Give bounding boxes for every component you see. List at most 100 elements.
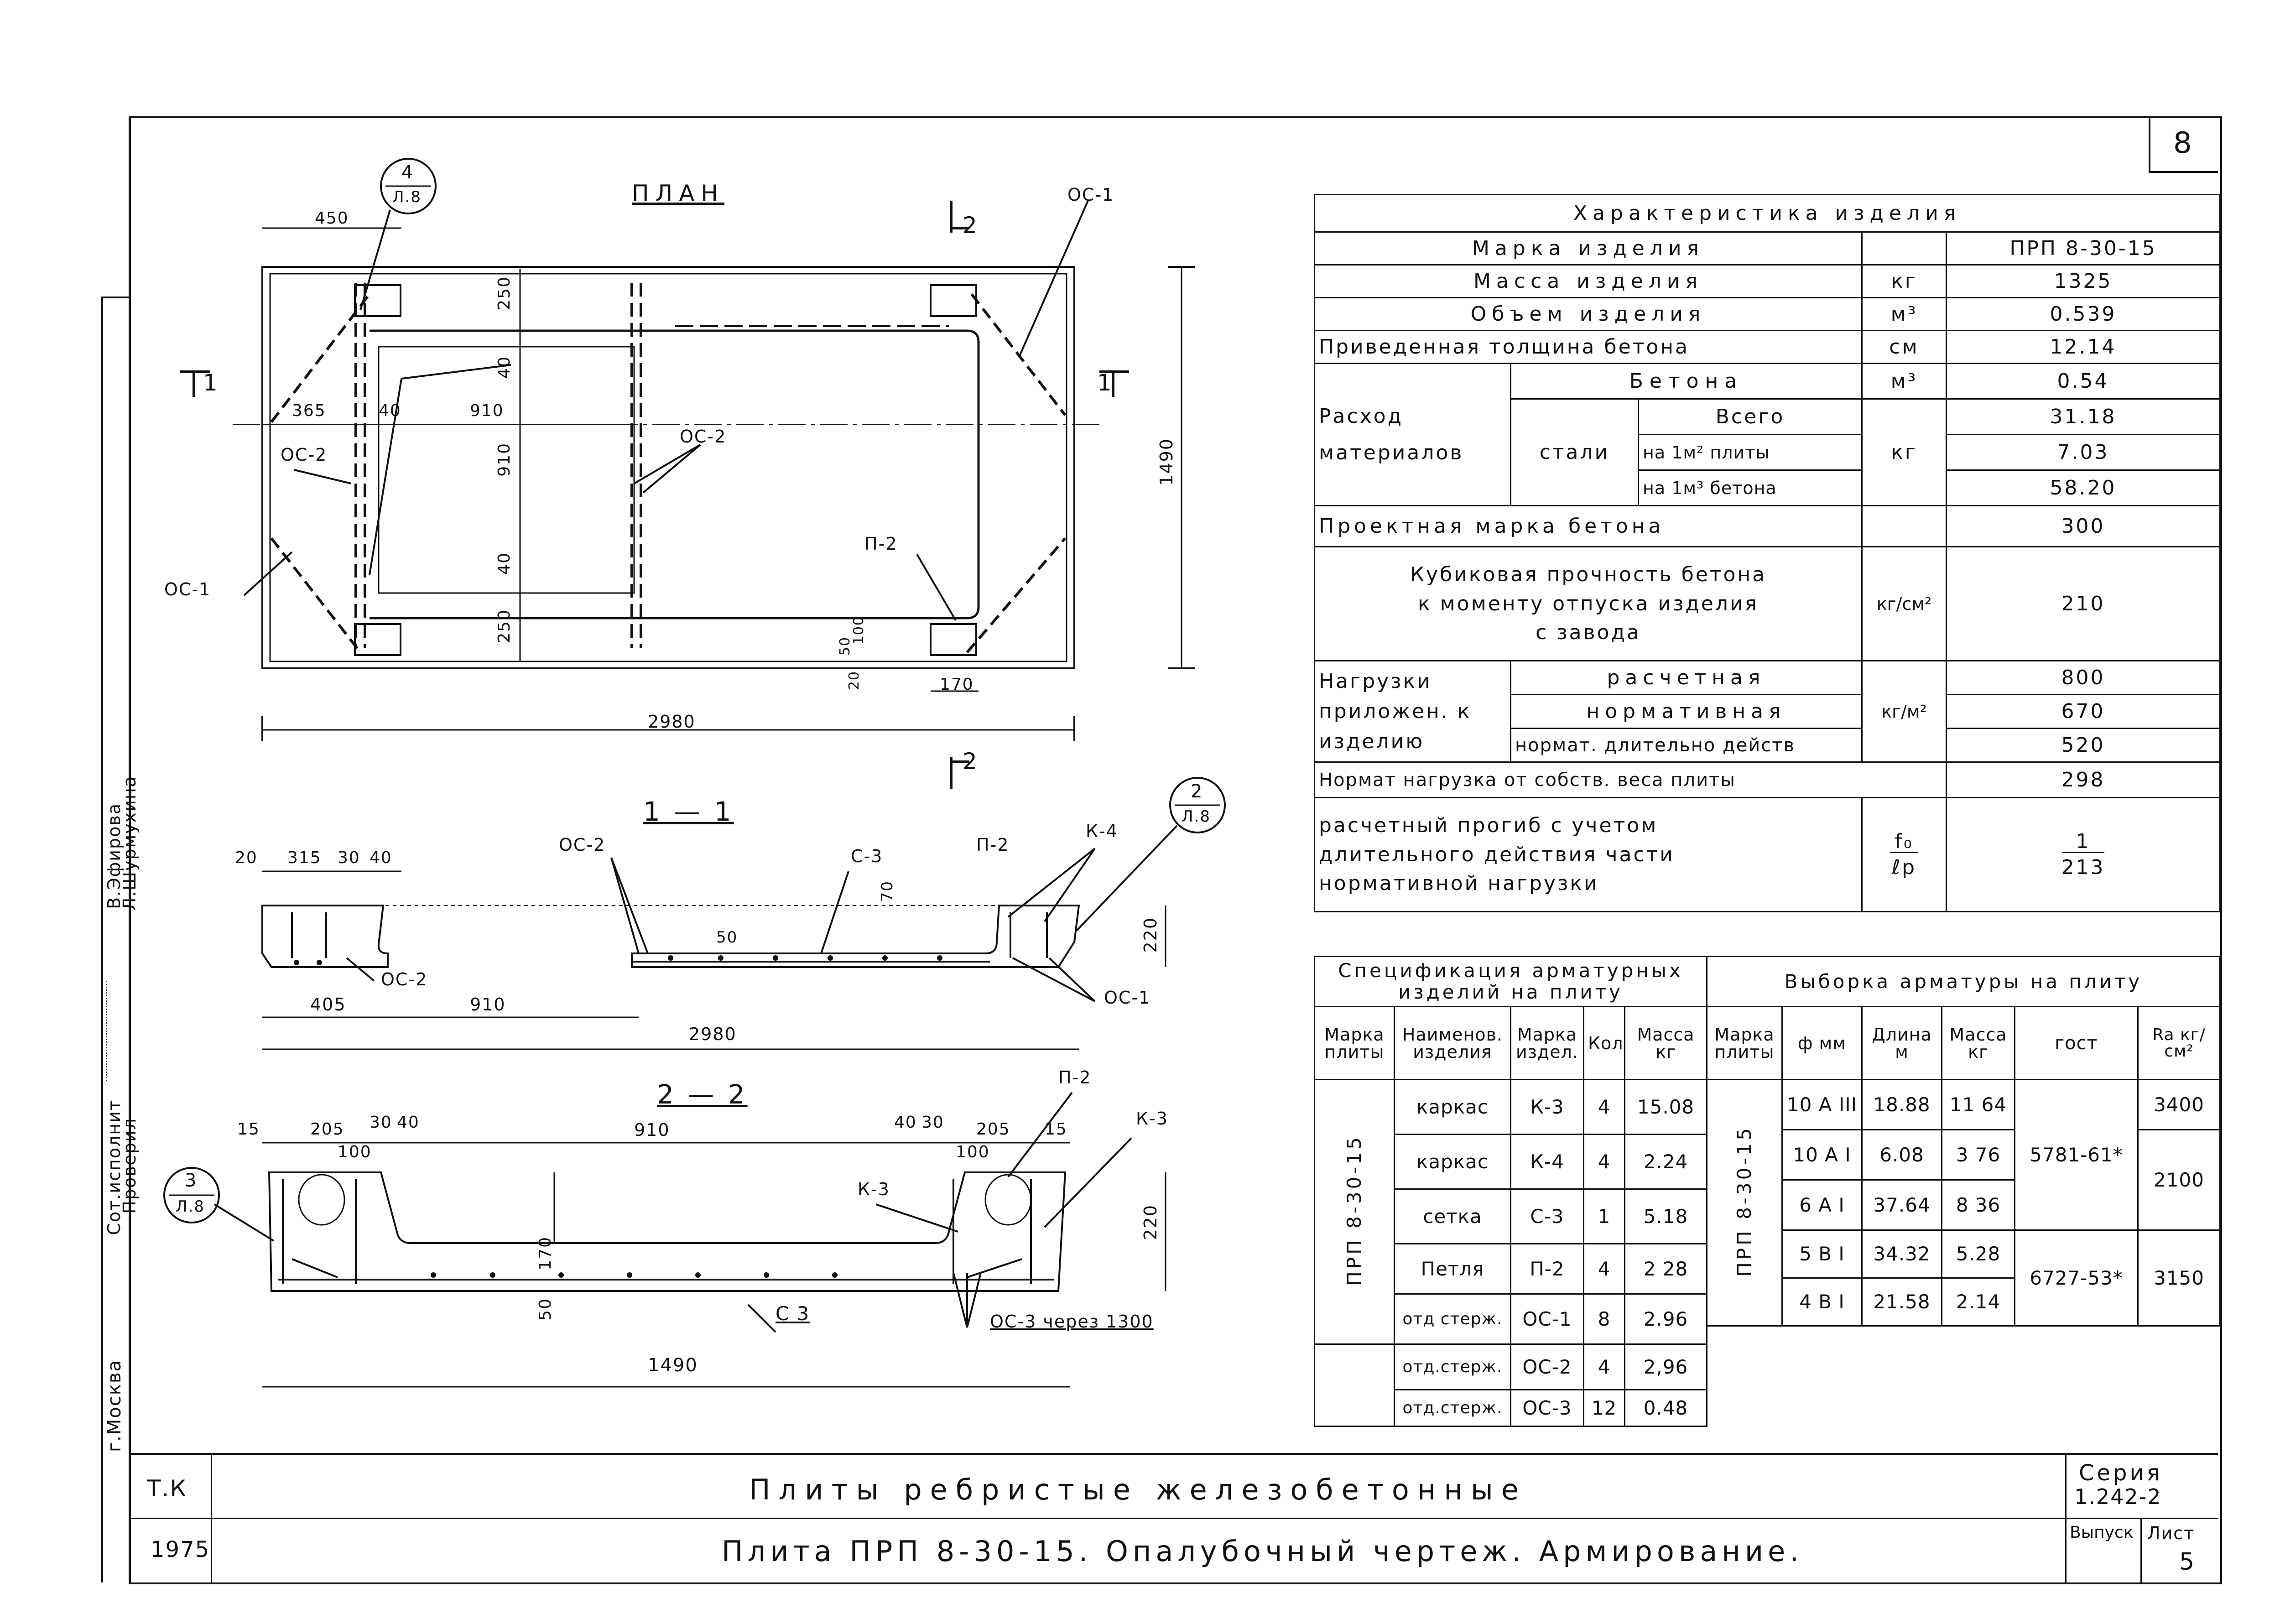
series-value: 1.242-2 [2074,1484,2162,1509]
label-oc1-left: ОС-1 [164,579,211,599]
callout-3-num: 3 [185,1170,198,1191]
sel-gost-1: 5781-61* [2014,1079,2139,1231]
sel-row-3-len: 34.32 [1861,1229,1942,1279]
char-mass-value: 1325 [1945,264,2221,298]
dim-40b: 40 [495,356,514,379]
sel-row-4-dia: 4 В I [1781,1277,1863,1327]
char-deflection-unit-top: f₀ [1890,832,1918,853]
sel-row-1-mass: 3 76 [1941,1129,2015,1181]
spec-row-1-qty: 4 [1583,1134,1625,1190]
char-cube-label-cell: Кубиковая прочность бетона к моменту отп… [1314,546,1863,661]
s1-dim-70: 70 [878,880,896,902]
char-load-design-value: 800 [1945,660,2221,695]
char-loads-label: Нагрузки приложен. к изделию [1314,660,1511,763]
s2-dim-205b: 205 [976,1120,1010,1139]
char-cube-label-3: с завода [1536,621,1641,645]
selection-table: Выборка арматуры на плиту Марка плиты ф … [1706,956,2221,1327]
drawing-frame [129,116,2222,1584]
sheet-label: Лист [2147,1523,2195,1543]
plan-title: ПЛАН [632,180,724,207]
char-volume-value: 0.539 [1945,297,2221,331]
sel-row-2-len: 37.64 [1861,1179,1942,1231]
callout-2-num: 2 [1191,781,1203,802]
section-mark-2-bottom: 2 [963,748,978,775]
s1-label-c3: С-3 [851,846,883,866]
char-deflection-value-top: 1 [2062,832,2104,853]
spec-row-3-mark: П-2 [1510,1243,1584,1295]
s2-dim-205a: 205 [310,1120,344,1139]
char-steel-m3-label: на 1м³ бетона [1638,469,1863,506]
char-steel-m3-value: 58.20 [1945,469,2221,506]
dim-250a: 250 [495,276,514,310]
s2-dim-30a: 30 [370,1113,392,1132]
s1-dim-50: 50 [716,928,738,947]
char-concrete-unit: м³ [1861,363,1947,400]
char-mass-unit: кг [1861,264,1947,298]
char-deflection-unit-bottom: ℓp [1891,856,1917,879]
sheet-value: 5 [2179,1548,2196,1576]
char-grade-label: Проектная марка бетона [1314,505,1863,547]
spec-row-0-mass: 15.08 [1624,1079,1708,1135]
char-cube-label-1: Кубиковая прочность бетона [1410,562,1767,586]
title-block-hline [129,1518,2218,1519]
spec-row-4-qty: 8 [1583,1293,1625,1345]
s2-dim-170: 170 [536,1236,555,1270]
char-steel-total-label: Всего [1638,398,1863,435]
sel-h-mass: Масса кг [1941,1006,2015,1080]
char-deflection-label-cell: расчетный прогиб с учетом длительного де… [1314,797,1863,912]
issue-label: Выпуск [2070,1523,2134,1542]
spec-row-2-qty: 1 [1583,1188,1625,1244]
dim-250b: 250 [495,609,514,643]
spec-row-5-mass: 2,96 [1624,1343,1708,1390]
spec-row-6-qty: 12 [1583,1389,1625,1427]
main-title: Плиты ребристые железобетонные [749,1473,1527,1506]
side-strip-border [101,297,130,1582]
char-deflection-value-cell: 1 213 [1945,797,2221,912]
char-load-normative-value: 670 [1945,694,2221,729]
spec-h-mark: Марка издел. [1510,1006,1584,1080]
spec-h-qty: Кол [1583,1006,1625,1080]
spec-row-4-mark: ОС-1 [1510,1293,1584,1345]
sel-row-3-mass: 5.28 [1941,1229,2015,1279]
series-label: Серия [2079,1460,2163,1486]
s2-label-k3b: К-3 [858,1179,890,1199]
sel-plate-mark: ПРП 8-30-15 [1733,1125,1755,1277]
sel-row-0-dia: 10 А III [1781,1079,1863,1130]
sel-h-plate: Марка плиты [1706,1006,1783,1080]
label-oc2-mid: ОС-2 [680,427,727,447]
dim-365: 365 [292,401,326,420]
spec-row-1-name: каркас [1394,1134,1511,1190]
sheet-number: 8 [2173,126,2193,160]
char-thickness-unit: см [1861,330,1947,364]
spec-row-3-name: Петля [1394,1243,1511,1295]
plan-outline [261,266,1075,669]
spec-row-5-qty: 4 [1583,1343,1625,1390]
char-grade-value: 300 [1945,505,2221,547]
spec-row-5-mark: ОС-2 [1510,1343,1584,1390]
s1-dim-2980: 2980 [689,1024,737,1044]
char-load-unit: кг/м² [1861,660,1947,763]
spec-row-0-name: каркас [1394,1079,1511,1135]
sel-h-len: Длина м [1861,1006,1942,1080]
char-mass-label: Масса изделия [1314,264,1863,298]
spec-plate-mark-cell: ПРП 8-30-15 [1314,1079,1395,1345]
dim-170: 170 [940,675,974,694]
dim-1490: 1490 [1156,438,1176,486]
s1-dim-405: 405 [310,994,346,1015]
s1-dim-315: 315 [287,848,322,867]
spec-row-1-mass: 2.24 [1624,1134,1708,1190]
sel-row-0-mass: 11 64 [1941,1079,2015,1130]
s2-dim-100a: 100 [338,1143,372,1161]
sel-ra-1: 2100 [2137,1129,2221,1231]
spec-row-5-name: отд.стерж. [1394,1343,1511,1390]
side-signature [106,981,125,1081]
char-cube-value: 210 [1945,546,2221,661]
char-mark-label: Марка изделия [1314,231,1863,265]
char-mark-value: ПРП 8-30-15 [1945,231,2221,265]
s2-label-p2: П-2 [1058,1067,1092,1088]
s1-label-p2: П-2 [976,835,1010,855]
char-cube-unit: кг/см² [1861,546,1947,661]
s2-dim-15a: 15 [237,1120,260,1139]
char-deflection-unit-cell: f₀ ℓp [1861,797,1947,912]
